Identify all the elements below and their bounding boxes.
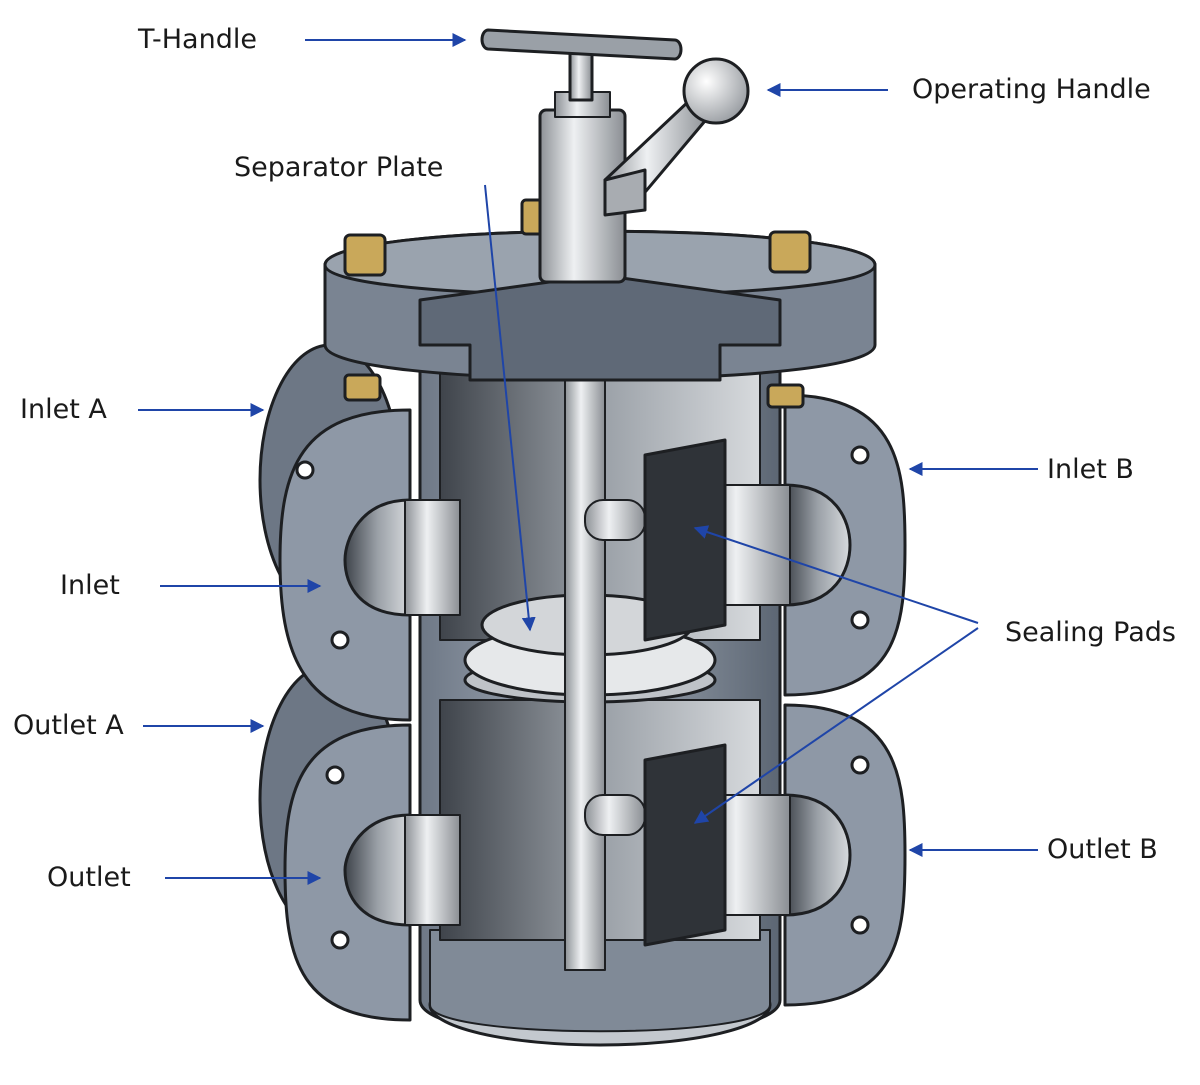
label-t-handle: T-Handle (138, 24, 257, 55)
right-lower-flange (783, 703, 907, 1007)
right-upper-flange (783, 393, 907, 697)
operating-handle (603, 57, 750, 217)
label-outlet-b: Outlet B (1047, 834, 1158, 865)
label-inlet-b: Inlet B (1047, 454, 1134, 485)
label-inlet-a: Inlet A (20, 394, 107, 425)
arrow-separator-plate (484, 184, 536, 632)
arrow-sealing-pads-lower (693, 627, 979, 824)
valve-stem (564, 299, 606, 971)
t-handle (480, 28, 683, 102)
lower-sealing-pad (584, 743, 727, 947)
label-sealing-pads: Sealing Pads (1005, 617, 1176, 648)
callout-arrows (138, 33, 1038, 885)
left-upper-flange (278, 408, 412, 722)
label-outlet-a: Outlet A (13, 710, 124, 741)
valve-body (258, 28, 907, 1047)
arrow-sealing-pads-upper (693, 525, 979, 624)
top-cover (323, 229, 877, 382)
label-separator-plate: Separator Plate (234, 152, 444, 183)
label-inlet: Inlet (60, 570, 120, 601)
label-operating-handle: Operating Handle (912, 74, 1151, 105)
upper-sealing-pad (584, 438, 727, 642)
left-lower-flange (283, 723, 412, 1022)
label-outlet: Outlet (47, 862, 131, 893)
